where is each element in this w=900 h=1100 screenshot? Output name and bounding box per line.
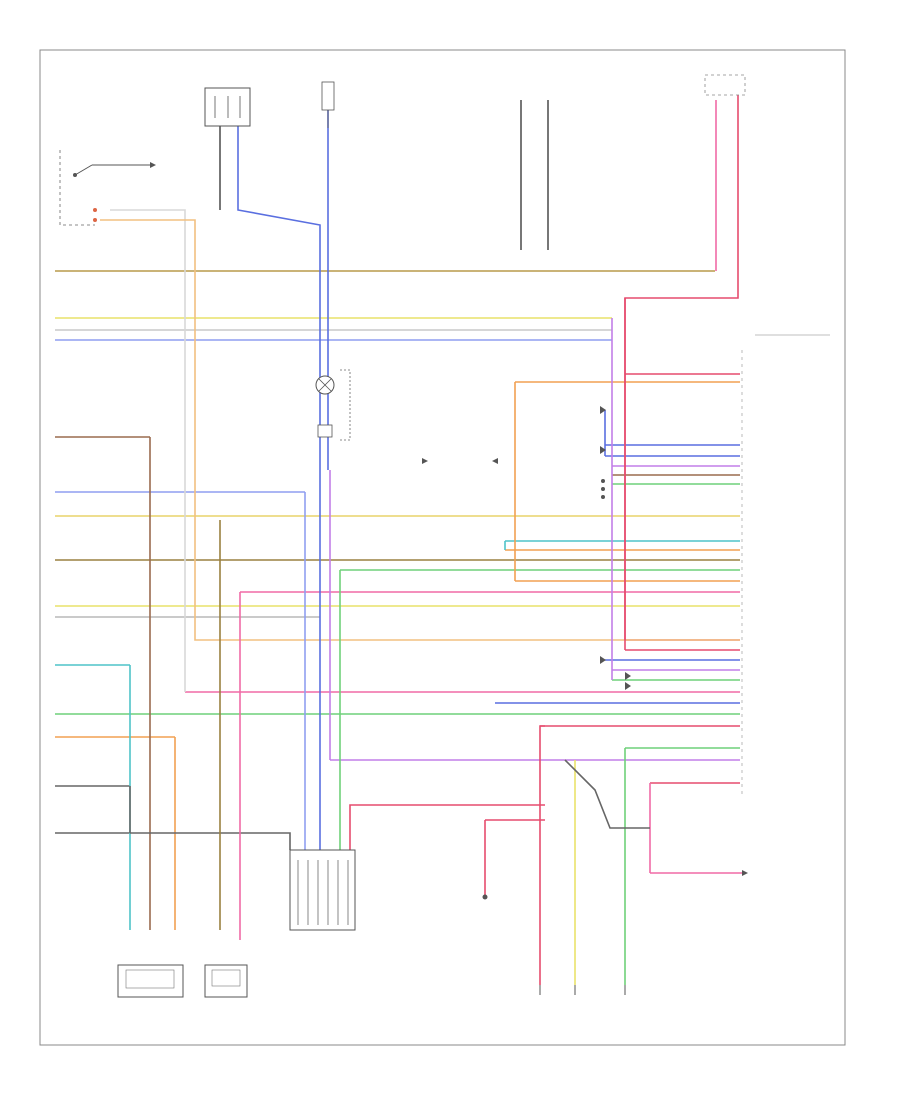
trans-connector (289, 849, 356, 931)
wire-red-right (624, 95, 739, 640)
vertical-wires (100, 95, 740, 985)
fuse-top-center (321, 81, 335, 128)
bus-lines (55, 270, 740, 834)
diagram-frame (39, 49, 846, 1046)
throttle-sensor (117, 964, 184, 998)
ground-symbol (482, 894, 488, 900)
sensor-top-right (704, 74, 746, 96)
junction-top (204, 87, 251, 127)
ambient-sensor (204, 964, 248, 998)
switch-top-left (59, 150, 156, 226)
wire-blue-top (237, 110, 321, 850)
pcm-terminal-strip (741, 334, 830, 795)
pcm-wires (185, 373, 742, 874)
wire-orange-switch (100, 219, 740, 641)
wire-red-ground (484, 819, 545, 895)
wire-red-bottom2 (539, 725, 545, 985)
oxygen-sensor (539, 985, 626, 995)
wire-red-bottom (349, 804, 545, 850)
pcm-connector-arrows (422, 406, 748, 876)
wire-dark-vert (129, 786, 291, 850)
brake-switch (315, 369, 351, 441)
wire-dark-bottom (564, 759, 650, 829)
components (59, 74, 748, 998)
wire-grey-switch (110, 209, 186, 692)
